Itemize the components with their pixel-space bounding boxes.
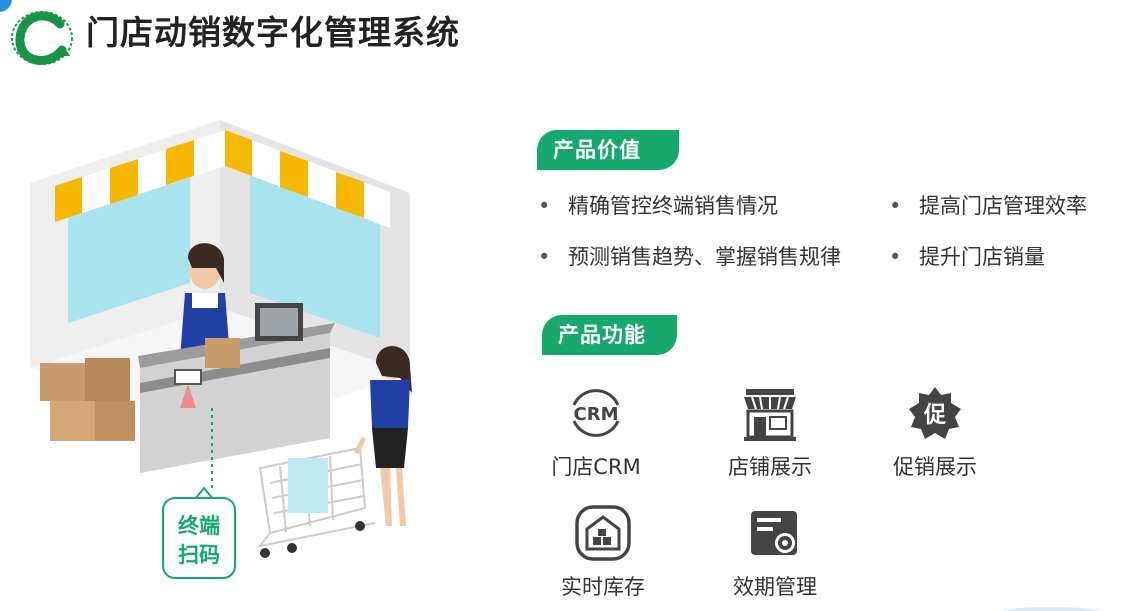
crm-icon: CRM: [572, 389, 620, 437]
storefront-icon: [744, 389, 796, 441]
store-checkout-illustration: 终端 扫码: [30, 120, 412, 579]
list-item: 预测销售趋势、掌握销售规律: [538, 239, 841, 275]
warehouse-icon: [575, 505, 631, 561]
function-label: 门店CRM: [551, 455, 641, 479]
function-store-crm[interactable]: CRM 门店CRM: [536, 383, 656, 481]
promotion-icon-text: 促: [923, 403, 946, 428]
terminal-scan-label: 终端 扫码: [162, 486, 236, 579]
function-label: 实时库存: [561, 575, 645, 599]
page-title: 门店动销数字化管理系统: [86, 13, 460, 52]
function-realtime-inventory[interactable]: 实时库存: [543, 503, 663, 601]
function-store-display[interactable]: 店铺展示: [710, 383, 830, 481]
terminal-label-line2: 扫码: [178, 543, 220, 567]
function-label: 促销展示: [893, 455, 977, 479]
product-functions-heading: 产品功能: [542, 315, 677, 355]
list-item: 提升门店销量: [889, 239, 1045, 275]
shopping-cart: [257, 446, 376, 558]
terminal-label-line1: 终端: [178, 514, 220, 538]
left-awning: [55, 130, 225, 222]
green-c-logo-icon: [11, 11, 73, 65]
list-item: 精确管控终端销售情况: [538, 188, 778, 224]
cardboard-boxes: [40, 358, 135, 441]
function-expiry-management[interactable]: 效期管理: [715, 503, 835, 601]
customer-figure: [353, 345, 412, 526]
function-label: 店铺展示: [728, 455, 812, 479]
checkout-counter: [138, 303, 335, 473]
product-value-heading: 产品价值: [537, 130, 679, 170]
expiry-settings-icon: [751, 511, 797, 555]
function-label: 效期管理: [733, 575, 817, 599]
function-promotion-display[interactable]: 促 促销展示: [875, 383, 995, 481]
promotion-icon: 促: [909, 387, 961, 439]
bottom-decoration: [1001, 607, 1101, 611]
cashier-figure: [180, 243, 230, 358]
list-item: 提高门店管理效率: [889, 188, 1087, 224]
right-awning: [225, 130, 390, 228]
crm-icon-text: CRM: [574, 404, 619, 425]
